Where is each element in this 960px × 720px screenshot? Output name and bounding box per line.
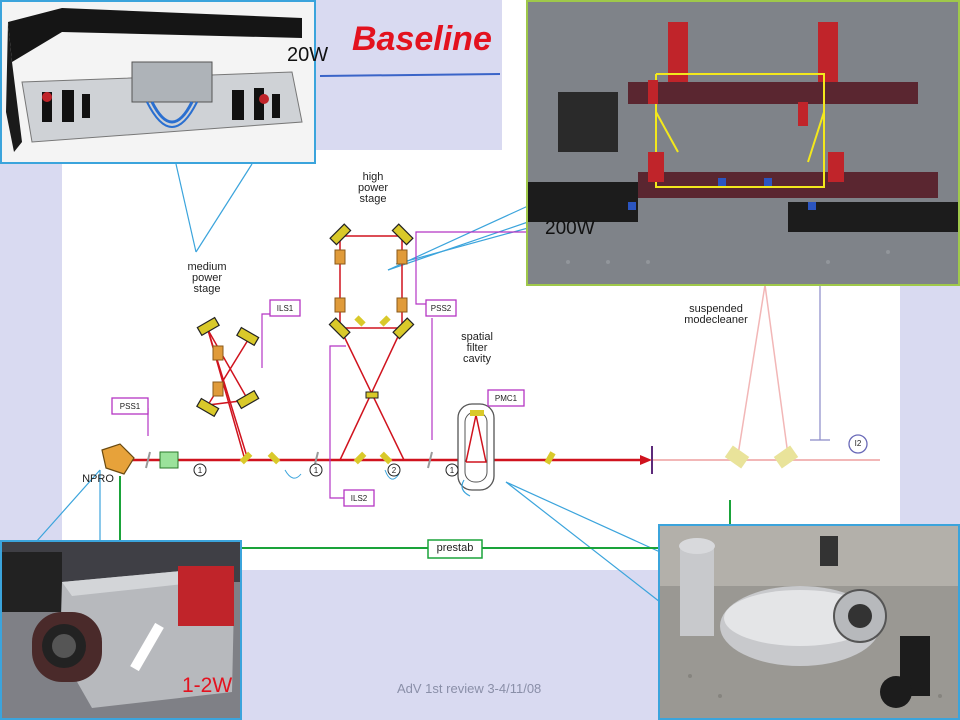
pss1-box-label: PSS1 bbox=[119, 402, 141, 411]
callout-lines bbox=[35, 163, 661, 603]
npro-laser-graphic bbox=[101, 443, 135, 475]
pss2-box-label: PSS2 bbox=[430, 304, 452, 313]
i2-label: I2 bbox=[854, 439, 862, 448]
circled-number-2: 2 bbox=[391, 466, 397, 475]
ils2-box-label: ILS2 bbox=[350, 494, 368, 503]
slide-title: Baseline bbox=[352, 20, 492, 58]
beam-line-optics bbox=[145, 451, 556, 480]
pmc1-box-label: PMC1 bbox=[494, 394, 518, 403]
npro-label: NPRO bbox=[82, 473, 114, 485]
ils1-box-label: ILS1 bbox=[276, 304, 294, 313]
high-power-stage-photo bbox=[526, 0, 960, 286]
npro-laser-photo bbox=[0, 540, 242, 720]
background-band-bottom bbox=[240, 570, 660, 720]
suspended-modecleaner-label: suspended modecleaner bbox=[684, 303, 748, 326]
circled-number-1a: 1 bbox=[197, 466, 203, 475]
power-label-1-2w: 1-2W bbox=[182, 674, 233, 697]
title-underline bbox=[319, 73, 501, 77]
power-label-20w: 20W bbox=[287, 44, 329, 66]
medium-stage-optics bbox=[196, 316, 260, 418]
power-label-200w: 200W bbox=[545, 218, 595, 239]
spatial-filter-cavity-label: spatial filter cavity bbox=[461, 331, 493, 365]
slide-footer: AdV 1st review 3-4/11/08 bbox=[397, 681, 542, 696]
control-boxes bbox=[111, 299, 525, 507]
medium-power-stage-label: medium power stage bbox=[187, 261, 227, 295]
high-stage-optics bbox=[328, 223, 415, 399]
high-power-stage-label: high power stage bbox=[358, 171, 388, 205]
medium-power-stage-photo bbox=[0, 0, 316, 164]
suspended-modecleaner-photo bbox=[658, 524, 960, 720]
circled-number-1c: 1 bbox=[449, 466, 455, 475]
spatial-filter-cavity-graphic bbox=[457, 403, 495, 497]
prestab-label: prestab bbox=[436, 542, 474, 554]
circled-number-1b: 1 bbox=[313, 466, 319, 475]
